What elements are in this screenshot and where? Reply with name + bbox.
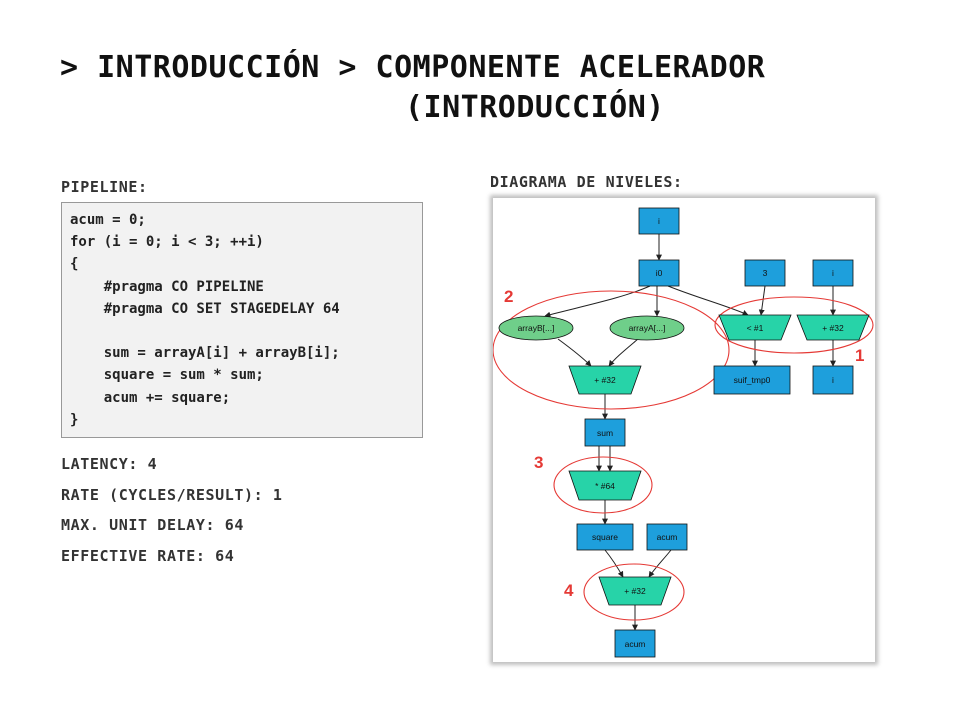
code-line: #pragma CO SET STAGEDELAY 64 <box>70 300 340 317</box>
node-label: arrayB[...] <box>518 323 555 333</box>
level-3-circle <box>553 456 653 514</box>
node-lt1 <box>718 314 792 341</box>
operator-nodes <box>568 314 870 606</box>
level-4-circle <box>583 563 685 621</box>
level-4-number: 4 <box>564 581 574 600</box>
node-arrayB <box>498 315 574 341</box>
level-2-number: 2 <box>504 287 513 306</box>
slide-title: > INTRODUCCIÓN > COMPONENTE ACELERADOR (… <box>60 48 920 128</box>
node-plus32-bottom <box>598 576 672 606</box>
code-line: sum = arrayA[i] + arrayB[i]; <box>70 345 340 362</box>
node-label: 3 <box>763 268 768 278</box>
level-2-circle <box>493 290 730 410</box>
edge <box>604 549 624 578</box>
node-label: acum <box>657 532 678 542</box>
rate-stat: RATE (CYCLES/RESULT): 1 <box>61 486 283 504</box>
node-i-out <box>812 365 854 395</box>
code-line: acum += square; <box>70 389 231 406</box>
node-arrayA <box>609 315 685 341</box>
node-plus32-right <box>796 314 870 341</box>
code-line: square = sum * sum; <box>70 367 264 384</box>
node-label: suif_tmp0 <box>734 375 771 385</box>
node-square <box>576 523 634 551</box>
latency-stat: LATENCY: 4 <box>61 455 158 473</box>
node-acum-in <box>646 523 688 551</box>
edge <box>544 285 651 318</box>
level-diagram: 1 2 3 4 i <box>493 207 874 658</box>
node-label: + #32 <box>594 375 616 385</box>
node-label: arrayA[...] <box>629 323 666 333</box>
level-1-number: 1 <box>855 346 864 365</box>
title-line-2: (INTRODUCCIÓN) <box>405 90 665 125</box>
node-label: * #64 <box>595 481 615 491</box>
memory-nodes <box>498 315 685 341</box>
level-3-number: 3 <box>534 453 543 472</box>
node-i0 <box>638 259 680 287</box>
node-label: i <box>658 216 660 226</box>
node-plus32-mid <box>568 365 642 395</box>
pipeline-label: PIPELINE: <box>61 178 148 196</box>
edge <box>608 338 639 367</box>
node-label: + #32 <box>822 323 844 333</box>
edge <box>667 285 749 316</box>
node-label: < #1 <box>747 323 764 333</box>
edge <box>758 285 766 316</box>
level-1-circle <box>714 296 874 354</box>
effective-rate-stat: EFFECTIVE RATE: 64 <box>61 547 235 565</box>
code-line <box>70 320 414 342</box>
node-label: acum <box>625 639 646 649</box>
level-diagram-panel: 1 2 3 4 i <box>493 198 875 662</box>
node-label: i <box>832 268 834 278</box>
edge <box>557 338 592 367</box>
node-label: + #32 <box>624 586 646 596</box>
node-acum-out <box>614 629 656 658</box>
code-line: { <box>70 256 79 273</box>
node-i-top <box>638 207 680 235</box>
diagram-label: DIAGRAMA DE NIVELES: <box>490 173 683 191</box>
code-line: for (i = 0; i < 3; ++i) <box>70 234 264 251</box>
node-three <box>744 259 786 287</box>
edge <box>648 549 672 578</box>
code-line: } <box>70 411 79 428</box>
node-label: i <box>832 375 834 385</box>
node-label: square <box>592 532 618 542</box>
code-block: acum = 0; for (i = 0; i < 3; ++i) { #pra… <box>61 202 423 438</box>
node-label: sum <box>597 428 613 438</box>
node-mul64 <box>568 470 642 501</box>
node-label: i0 <box>656 268 663 278</box>
code-line: acum = 0; <box>70 212 146 228</box>
node-i-right <box>812 259 854 287</box>
level-circles <box>493 290 874 621</box>
code-line: #pragma CO PIPELINE <box>70 278 264 295</box>
node-sum <box>584 418 626 447</box>
register-nodes <box>576 207 854 658</box>
max-delay-stat: MAX. UNIT DELAY: 64 <box>61 516 244 534</box>
node-suif <box>713 365 791 395</box>
title-line-1: > INTRODUCCIÓN > COMPONENTE ACELERADOR <box>60 50 766 85</box>
